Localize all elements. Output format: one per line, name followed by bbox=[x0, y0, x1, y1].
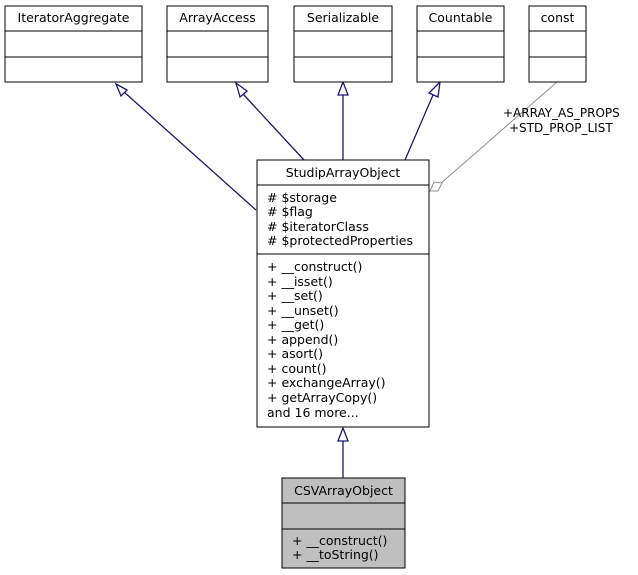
class-csvarrayobject: CSVArrayObject + __construct() + __toStr… bbox=[281, 477, 406, 569]
attribute-protectedproperties: # $protectedProperties bbox=[267, 233, 413, 248]
interface-name: const bbox=[541, 10, 575, 25]
association-diamond bbox=[429, 181, 443, 192]
inheritance-edge-arrayaccess bbox=[242, 93, 305, 161]
association-label-array-as-props: +ARRAY_AS_PROPS bbox=[503, 106, 620, 120]
method-asort: + asort() bbox=[267, 346, 323, 361]
method-count: + count() bbox=[267, 361, 326, 376]
inheritance-edge-countable bbox=[404, 94, 434, 161]
method-getarraycopy: + getArrayCopy() bbox=[267, 390, 377, 405]
inheritance-arrowhead-arrayaccess bbox=[234, 81, 249, 99]
method-exchangearray: + exchangeArray() bbox=[267, 375, 386, 390]
association-label-std-prop-list: +STD_PROP_LIST bbox=[509, 121, 613, 135]
interface-arrayaccess: ArrayAccess bbox=[166, 5, 269, 83]
interface-name: Countable bbox=[429, 10, 493, 25]
inheritance-arrowhead-csvarrayobject bbox=[337, 426, 349, 442]
attribute-flag: # $flag bbox=[267, 204, 313, 219]
attribute-storage: # $storage bbox=[267, 190, 337, 205]
inheritance-edge-iteratoraggregate bbox=[123, 91, 257, 211]
interface-name: IteratorAggregate bbox=[18, 10, 130, 25]
interface-countable: Countable bbox=[416, 5, 505, 83]
interface-iteratoraggregate: IteratorAggregate bbox=[4, 5, 143, 83]
association-edge-const bbox=[439, 81, 558, 185]
inheritance-arrowhead-serializable bbox=[337, 80, 349, 96]
attribute-iteratorclass: # $iteratorClass bbox=[267, 219, 369, 234]
inheritance-arrowhead-iteratoraggregate bbox=[114, 82, 129, 98]
interface-name: ArrayAccess bbox=[179, 10, 255, 25]
method-get: + __get() bbox=[267, 317, 324, 332]
method-append: + append() bbox=[267, 332, 338, 347]
class-name: CSVArrayObject bbox=[294, 483, 393, 498]
class-studiparrayobject: StudipArrayObject # $storage # $flag # $… bbox=[256, 159, 430, 428]
inheritance-arrowhead-countable bbox=[427, 80, 441, 98]
method-isset: + __isset() bbox=[267, 274, 333, 289]
method-tostring: + __toString() bbox=[292, 547, 379, 562]
method-unset: + __unset() bbox=[267, 303, 339, 318]
class-name: StudipArrayObject bbox=[286, 165, 401, 180]
method-construct: + __construct() bbox=[267, 259, 362, 274]
interface-const: const bbox=[528, 5, 587, 83]
interface-serializable: Serializable bbox=[293, 5, 393, 83]
more-methods-note: and 16 more... bbox=[267, 405, 359, 420]
method-set: + __set() bbox=[267, 288, 323, 303]
interface-name: Serializable bbox=[307, 10, 379, 25]
method-construct: + __construct() bbox=[292, 533, 387, 548]
